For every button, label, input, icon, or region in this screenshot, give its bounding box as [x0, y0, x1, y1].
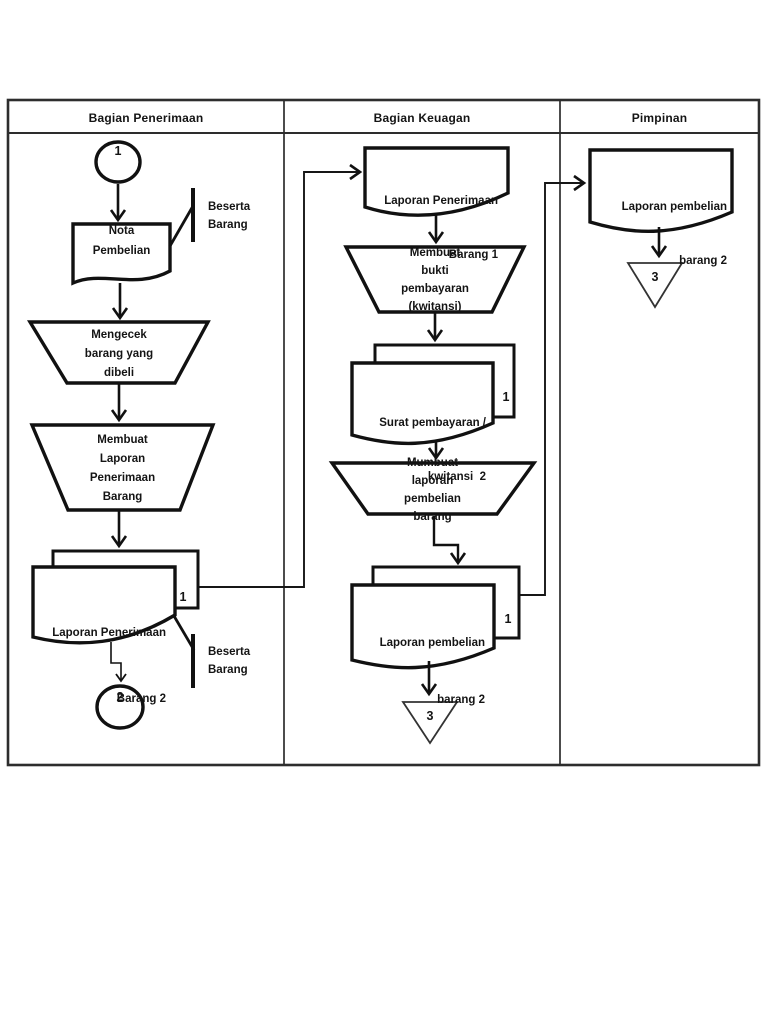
purchase-doc-label: Laporan pembelian barang 2 [360, 596, 485, 748]
annotation-top-leader [168, 205, 195, 247]
pimpinan-doc-label: Laporan pembelian barang 2 [600, 162, 727, 306]
process-check-label: Mengecek barang yang dibeli [30, 326, 208, 383]
received-doc-label: Laporan Penerimaan Barang 1 [370, 156, 498, 300]
process-mengecek-barang [26, 320, 211, 385]
onpage-connector-2-circle [95, 684, 145, 730]
offpage-3-label-lane2: 3 [426, 709, 434, 723]
offpage-3-label-lane3: 3 [651, 270, 659, 284]
nota-line-2: Pembelian [92, 245, 151, 257]
swimlane-table-border [6, 98, 761, 767]
lane-header-penerimaan: Bagian Penerimaan [88, 111, 204, 125]
payment-doc-line-1: Surat pembayaran / [379, 417, 486, 429]
nota-line-1: Nota [108, 225, 135, 237]
lane-header-keuagan: Bagian Keuagan [373, 111, 471, 125]
process-report-label: Membuat Laporan Penerimaan Barang [32, 431, 213, 507]
annotation-top-label: Beserta Barang [208, 198, 250, 234]
offpage-connector-3-triangle-lane3 [626, 262, 684, 309]
pimpinan-doc-line-2: barang 2 [679, 255, 727, 267]
connector-2-label: 2 [116, 690, 124, 704]
nota-doc-label: Nota Pembelian [73, 221, 170, 261]
payment-doc-line-2: kwitansi 2 [427, 471, 486, 483]
report-doc-line-2: Barang 2 [116, 693, 166, 705]
document-laporan-penerimaan-barang2 [31, 565, 177, 645]
report-doc-copy-label: 1 [179, 590, 187, 604]
pimpinan-doc-line-1: Laporan pembelian [621, 201, 727, 213]
connector-lane1-to-lane2 [197, 163, 363, 588]
process-purchase-line-4: barang [413, 511, 452, 523]
purchase-doc-line-2: barang 2 [437, 694, 485, 706]
annotation-bottom-leader [172, 615, 196, 651]
process-payment-line-3: pembayaran [401, 283, 469, 295]
payment-doc-copy-label: 1 [502, 390, 510, 404]
process-membuat-laporan-penerimaan [29, 423, 216, 512]
annotation-top-line-1: Beserta [208, 201, 251, 213]
process-report-line-1: Membuat [97, 434, 148, 446]
process-check-line-2: barang yang [84, 348, 154, 360]
process-payment-line-2: bukti [421, 265, 449, 277]
purchase-doc-line-1: Laporan pembelian [379, 637, 485, 649]
arrow-purchase-to-docs [432, 516, 467, 566]
process-membuat-bukti-pembayaran [343, 245, 527, 314]
process-payment-label: Membuat bukti pembayaran (kwitansi) [345, 244, 525, 316]
annotation-bottom-label: Beserta Barang [208, 643, 250, 679]
process-report-line-3: Penerimaan [89, 472, 156, 484]
process-purchase-line-3: pembelian [404, 493, 461, 505]
document-laporan-pembelian-barang2 [350, 583, 496, 670]
document-surat-pembayaran [350, 361, 495, 446]
process-purchase-line-1: Mumbuat [406, 457, 459, 469]
process-mumbuat-laporan-pembelian [328, 461, 538, 516]
lane-header-pimpinan: Pimpinan [631, 111, 688, 125]
annotation-bottom-line-2: Barang [208, 664, 248, 676]
report-doc-line-1: Laporan Penerimaan [52, 627, 166, 639]
process-report-line-2: Laporan [99, 453, 146, 465]
annotation-top-line-2: Barang [208, 219, 248, 231]
report-doc-label: Laporan Penerimaan Barang 2 [38, 578, 166, 754]
offpage-connector-3-triangle-lane2 [401, 701, 459, 745]
document-laporan-penerimaan-barang1 [363, 146, 510, 217]
process-purchase-label: Mumbuat laporan pembelian barang [328, 454, 537, 526]
received-doc-line-2: Barang 1 [448, 249, 498, 261]
connector-lane2-to-lane3 [519, 174, 587, 596]
connector-1-label: 1 [114, 144, 122, 158]
annotation-bottom-line-1: Beserta [208, 646, 251, 658]
payment-doc-label: Surat pembayaran / kwitansi 2 [362, 378, 486, 522]
process-payment-line-4: (kwitansi) [408, 301, 462, 313]
received-doc-line-1: Laporan Penerimaan [384, 195, 498, 207]
process-check-line-3: dibeli [103, 367, 135, 379]
onpage-connector-1-circle [94, 140, 142, 184]
purchase-doc-copy-label: 1 [504, 612, 512, 626]
process-report-line-4: Barang [102, 491, 143, 503]
process-purchase-line-2: laporan [411, 475, 454, 487]
document-nota-pembelian [71, 222, 172, 286]
process-payment-line-1: Membuat [409, 247, 461, 259]
process-check-line-1: Mengecek [91, 329, 147, 341]
arrow-docs-to-circle2 [110, 642, 127, 683]
